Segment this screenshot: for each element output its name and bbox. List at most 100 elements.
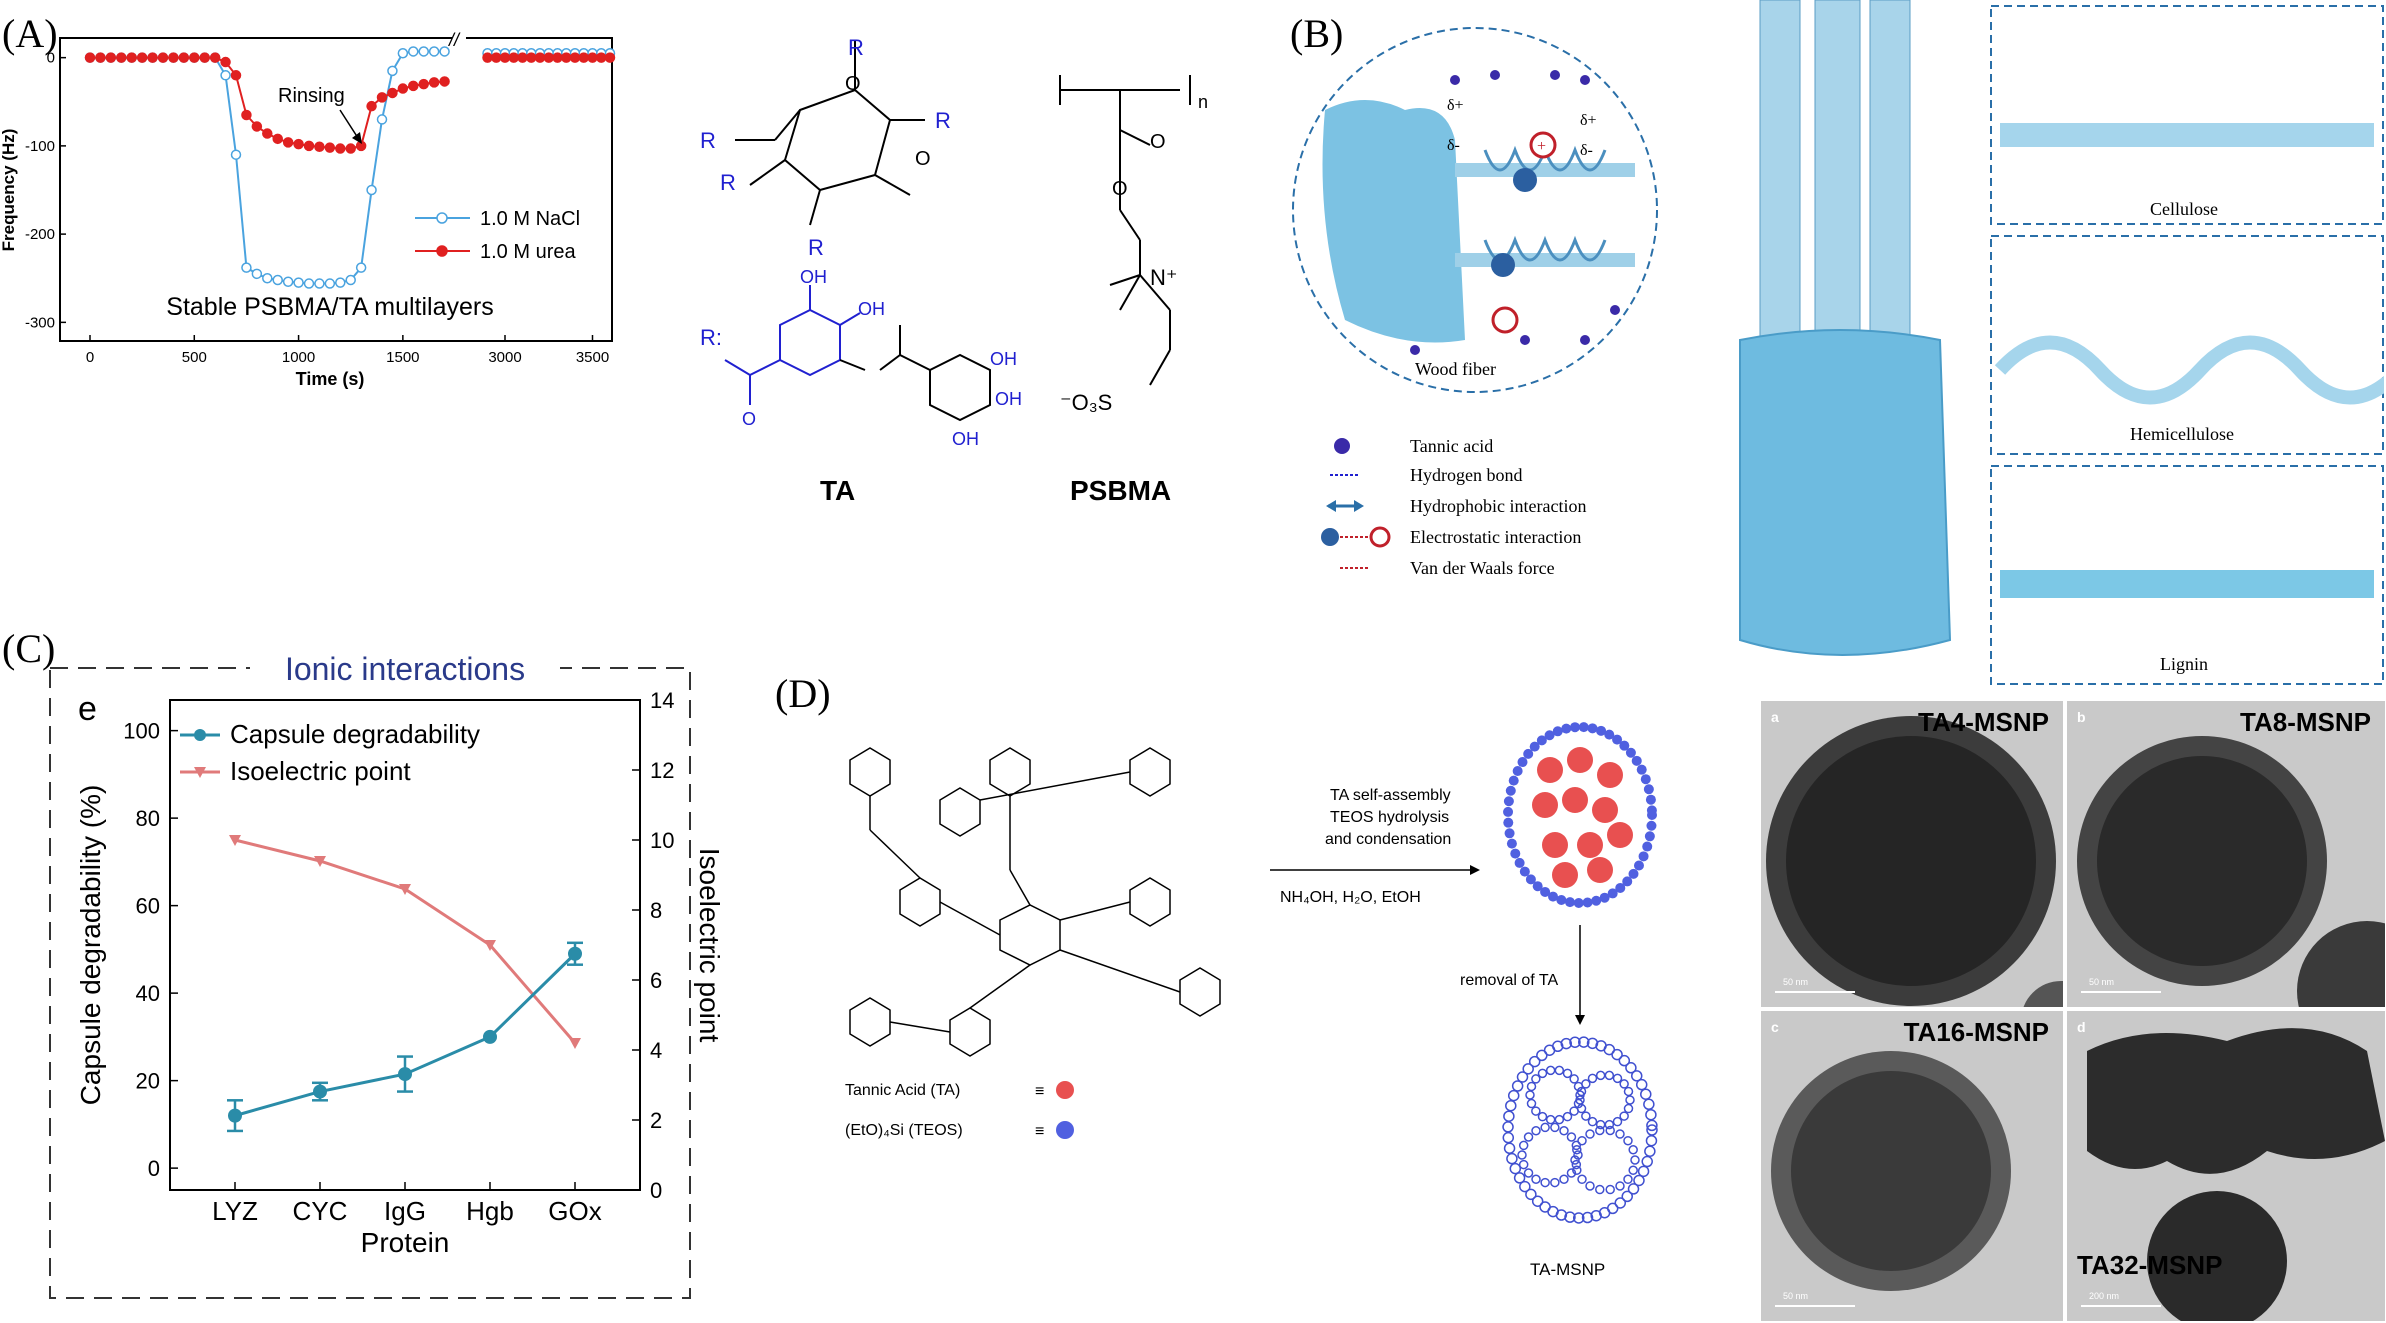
legend-tannic-acid: Tannic acid	[1410, 436, 1493, 456]
data-point	[84, 52, 96, 63]
legend-hydrogen-bond: Hydrogen bond	[1410, 465, 1522, 485]
silica-bead	[1631, 755, 1642, 766]
data-point	[168, 52, 179, 63]
silica-bead	[1544, 730, 1555, 741]
pore-wall-bead	[1575, 1095, 1585, 1105]
silica-bead	[1510, 848, 1521, 859]
psbma-structure: n O O N⁺ ⁻O₃S	[1059, 75, 1208, 415]
y-tick-label: 0	[47, 50, 55, 67]
pore-wall-bead	[1623, 1103, 1634, 1114]
pore-wall-bead	[1595, 1125, 1605, 1136]
r-definition: R:	[700, 325, 722, 350]
silica-bead	[1625, 747, 1636, 758]
data-point	[324, 278, 336, 289]
data-point	[355, 262, 367, 273]
data-point	[428, 46, 440, 57]
plot-frame	[59, 37, 613, 342]
cellulose-label: Cellulose	[2150, 199, 2218, 219]
pore-wall-bead	[1581, 1111, 1591, 1121]
data-point	[596, 52, 607, 63]
tem-image-c: c TA16-MSNP 50 nm	[1760, 1010, 2064, 1322]
pore-wall-bead	[1571, 1140, 1582, 1151]
pore-wall-bead	[1615, 1181, 1625, 1191]
x-axis-label: Protein	[361, 1227, 450, 1258]
data-point	[569, 52, 581, 63]
pore-wall-bead	[1605, 1184, 1615, 1195]
tem-title-c: TA16-MSNP	[1903, 1017, 2049, 1047]
silica-bead	[1618, 1054, 1631, 1067]
ta-bead	[1587, 857, 1613, 883]
pore-wall-bead	[1531, 1074, 1541, 1084]
silica-bead	[1591, 895, 1602, 906]
degradability-point	[398, 1067, 412, 1082]
silica-bead	[1523, 748, 1534, 759]
data-point	[543, 52, 554, 63]
data-point	[209, 52, 221, 63]
pore-wall-bead	[1587, 1116, 1598, 1127]
pore-wall-bead	[1531, 1174, 1541, 1184]
data-point	[178, 52, 190, 63]
pore-wall-bead	[1619, 1079, 1629, 1089]
silica-bead	[1645, 1134, 1658, 1147]
x-tick-label: Hgb	[466, 1196, 514, 1226]
scale-bar-a	[1775, 991, 1855, 993]
pore-wall-bead	[1573, 1150, 1583, 1160]
data-point	[517, 52, 528, 63]
panel-a-label: (A)	[2, 11, 58, 56]
panel-d-label: (D)	[775, 671, 831, 716]
data-point	[314, 141, 325, 153]
data-point	[397, 47, 409, 59]
isoelectric-point	[399, 884, 411, 895]
data-point	[439, 76, 450, 87]
lignin-label: Lignin	[2160, 654, 2208, 674]
degradability-point	[313, 1084, 327, 1099]
wood-fiber-circle: + Wood fiber δ+ δ- δ+ δ-	[1292, 27, 1658, 393]
pore-wall-bead	[1518, 1140, 1529, 1151]
silica-bead	[1503, 796, 1514, 807]
pore-wall-bead	[1554, 1065, 1565, 1076]
galloyl-r-structure: R: OH OH O OH OH OH	[700, 267, 1022, 449]
pore-wall-bead	[1566, 1168, 1577, 1178]
silica-bead	[1536, 735, 1547, 746]
silica-bead	[1635, 1078, 1648, 1091]
pore-wall-bead	[1572, 1144, 1582, 1155]
degradability-chart: Ionic interactionse020406080100024681012…	[49, 648, 720, 1299]
svg-text:+: +	[1537, 138, 1546, 155]
silica-bead	[1581, 1211, 1594, 1224]
arrow-conditions: NH₄OH, H₂O, EtOH	[1280, 889, 1421, 906]
silica-bead	[1645, 794, 1656, 805]
silica-bead	[1645, 1108, 1657, 1121]
pore-wall-bead	[1559, 1174, 1569, 1184]
legend-marker	[436, 212, 448, 224]
data-point	[272, 133, 283, 145]
data-point	[408, 80, 419, 92]
silica-bead	[1646, 820, 1657, 831]
silica-bead	[1529, 741, 1540, 752]
silica-bead	[1509, 1162, 1522, 1175]
tem-image-a: a TA4-MSNP 50 nm	[1760, 700, 2064, 1008]
data-point	[418, 46, 429, 57]
silica-bead	[1512, 766, 1523, 776]
x-tick-label: 3500	[576, 349, 609, 366]
legend-marker	[194, 767, 206, 778]
pore-wall-bead	[1571, 1159, 1582, 1170]
y-tick-label: 80	[136, 806, 160, 831]
ring-oxygen-label: O	[845, 73, 861, 95]
ta-bead	[1607, 822, 1633, 848]
silica-bead	[1503, 1110, 1515, 1122]
silica-bead	[1646, 1119, 1658, 1132]
isoelectric-point	[314, 856, 326, 867]
data-point	[397, 83, 409, 94]
r-label-left: R	[700, 128, 716, 153]
cellulose-box: Cellulose	[1990, 5, 2384, 225]
ta-bead	[1592, 797, 1618, 823]
y-tick-label: 40	[136, 981, 160, 1006]
silica-bead	[1506, 1152, 1518, 1165]
pore-wall-bead	[1526, 1098, 1537, 1109]
y-axis-label: Frequency (Hz)	[0, 129, 18, 252]
data-point	[272, 274, 283, 286]
data-point	[251, 268, 263, 280]
isoelectric-point	[569, 1038, 581, 1049]
pore-wall-bead	[1540, 1177, 1550, 1188]
title-gap	[250, 648, 560, 688]
